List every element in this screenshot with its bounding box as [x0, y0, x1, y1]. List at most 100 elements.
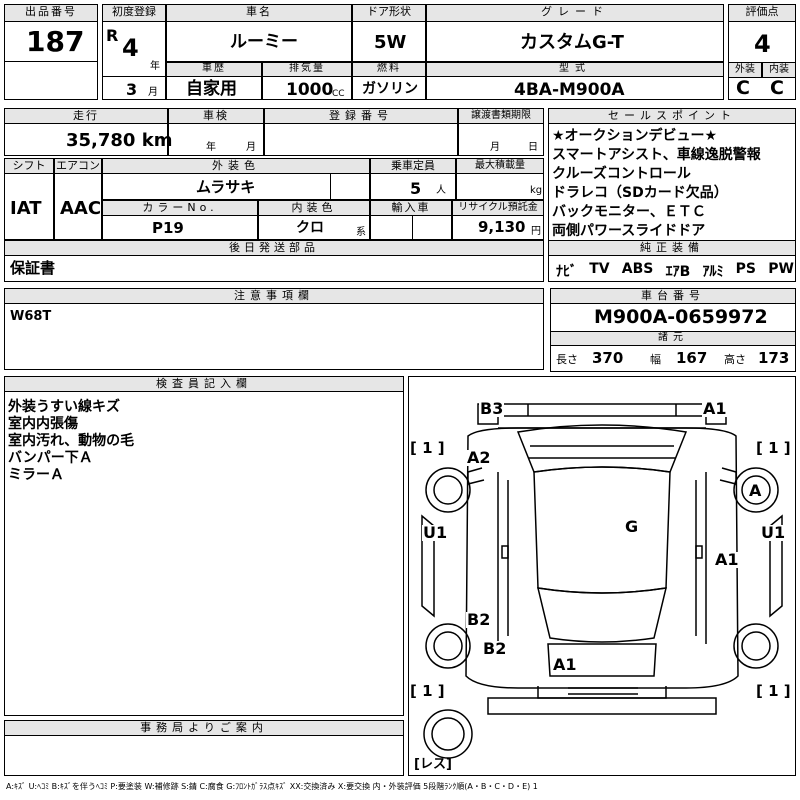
- door-label: ドア形状: [352, 4, 426, 22]
- transfer-month-unit: 月: [490, 142, 500, 153]
- grade-value: カスタムG-T: [520, 32, 624, 53]
- equipment-item: PW: [768, 261, 794, 277]
- equipment-item: ｴｱB: [665, 264, 691, 280]
- sales-point-item: ドラレコ（SDカード欠品）: [552, 185, 728, 201]
- int-color-value: クロ: [296, 220, 324, 236]
- score-int-label: 内装: [762, 62, 796, 78]
- import-label: 輸入車: [370, 200, 452, 216]
- color-no-value: P19: [152, 219, 184, 237]
- inspector-line: 室内汚れ、動物の毛: [8, 433, 135, 449]
- lot-label: 出品番号: [4, 4, 98, 22]
- mileage-label: 走行: [4, 108, 168, 124]
- recycle-unit: 円: [531, 226, 541, 237]
- lot-number: 187: [26, 25, 85, 58]
- first-reg-month-unit: 月: [148, 87, 158, 98]
- displacement-unit: CC: [332, 89, 345, 99]
- model-name-value: ルーミー: [230, 32, 298, 52]
- equipment-list: ﾅﾋﾞ TV ABS ｴｱB ｱﾙﾐ PS PW: [556, 261, 794, 281]
- capacity-unit: 人: [436, 185, 446, 196]
- spare-mark: [レス]: [414, 757, 452, 772]
- max-load-unit: kg: [530, 185, 543, 196]
- shift-value: IAT: [10, 198, 42, 219]
- damage-mark: A2: [466, 448, 492, 467]
- first-reg-label: 初度登録: [102, 4, 166, 22]
- damage-mark: B2: [466, 610, 492, 629]
- aircon-value: AAC: [60, 198, 102, 219]
- damage-mark: A: [748, 481, 763, 500]
- reg-number-label: 登録番号: [264, 108, 458, 124]
- max-load-label: 最大積載量: [456, 158, 544, 174]
- inspection-month-unit: 月: [246, 142, 256, 153]
- grade-label: グレード: [426, 4, 724, 22]
- inspector-lines: 外装うすい線キズ 室内内張傷 室内汚れ、動物の毛 バンパー下Ａ ミラーＡ: [8, 396, 135, 483]
- displacement-label: 排気量: [262, 62, 352, 77]
- model-name-label: 車名: [166, 4, 352, 22]
- recycle-value: 9,130: [478, 218, 526, 236]
- equipment-item: ﾅﾋﾞ: [556, 264, 577, 280]
- equipment-label: 純正装備: [548, 240, 796, 256]
- history-label: 車歴: [166, 62, 262, 77]
- chassis-value: M900A-0659972: [594, 306, 768, 328]
- fuel-label: 燃料: [352, 62, 426, 77]
- height-value: 173: [758, 349, 790, 367]
- sales-point-item: 両側パワースライドドア: [552, 223, 706, 239]
- int-color-label: 内装色: [258, 200, 370, 216]
- damage-mark: B2: [482, 639, 508, 658]
- score-ext-value: C: [736, 77, 750, 99]
- color-no-label: カラーNo.: [102, 200, 258, 216]
- score-label: 評価点: [728, 4, 796, 22]
- width-value: 167: [676, 349, 708, 367]
- tire-mark: [ 1 ]: [410, 439, 445, 457]
- chassis-label: 車台番号: [550, 288, 796, 304]
- model-code-label: 型式: [426, 62, 724, 77]
- damage-mark: U1: [760, 523, 787, 542]
- inspection-year-unit: 年: [206, 142, 216, 153]
- capacity-label: 乗車定員: [370, 158, 456, 174]
- int-color-unit: 系: [356, 227, 366, 238]
- legend-text: A:ｷｽﾞ U:ﾍｺﾐ B:ｷｽﾞを伴うﾍｺﾐ P:要塗装 W:補修跡 S:錆 …: [6, 782, 538, 791]
- sales-point-item: バックモニター、ＥＴＣ: [552, 204, 706, 220]
- inspector-label: 検査員記入欄: [4, 376, 404, 392]
- ext-color-value: ムラサキ: [196, 178, 256, 196]
- ext-color-label: 外装色: [102, 158, 370, 174]
- mileage-value: 35,780 km: [66, 130, 173, 151]
- damage-mark: U1: [422, 523, 449, 542]
- sales-points-label: セールスポイント: [548, 108, 796, 124]
- score-int-value: C: [770, 77, 784, 99]
- transfer-day-unit: 日: [528, 142, 538, 153]
- damage-mark: A1: [714, 550, 740, 569]
- equipment-item: TV: [589, 261, 610, 277]
- displacement-value: 1000: [286, 80, 334, 100]
- door-value: 5W: [374, 32, 407, 53]
- capacity-value: 5: [410, 179, 422, 198]
- sales-points-list: ★オークションデビュー★ スマートアシスト、車線逸脱警報 クルーズコントロール …: [552, 129, 796, 243]
- history-value: 自家用: [186, 79, 237, 99]
- width-label: 幅: [650, 353, 661, 366]
- score-ext-label: 外装: [728, 62, 762, 78]
- inspection-label: 車検: [168, 108, 264, 124]
- inspector-line: バンパー下Ａ: [8, 450, 93, 466]
- office-label: 事務局よりご案内: [4, 720, 404, 736]
- sales-point-item: スマートアシスト、車線逸脱警報: [552, 147, 761, 163]
- dimensions-label: 諸元: [550, 331, 796, 346]
- equipment-item: PS: [735, 261, 757, 277]
- first-reg-month: 3: [126, 80, 138, 99]
- tire-mark: [ 1 ]: [756, 682, 791, 700]
- tire-mark: [ 1 ]: [410, 682, 445, 700]
- car-diagram: [421, 403, 783, 759]
- length-value: 370: [592, 349, 624, 367]
- first-reg-year: 4: [122, 34, 139, 62]
- length-label: 長さ: [556, 353, 578, 366]
- car-diagram-box: [408, 376, 796, 776]
- notes-label: 注意事項欄: [4, 288, 544, 304]
- aircon-label: エアコン: [54, 158, 102, 174]
- damage-mark: B3: [479, 399, 505, 418]
- notes-value: W68T: [10, 309, 52, 324]
- equipment-item: ABS: [621, 261, 654, 277]
- equipment-item: ｱﾙﾐ: [702, 264, 724, 280]
- first-reg-era: R: [106, 26, 119, 45]
- inspector-line: 外装うすい線キズ: [8, 399, 120, 415]
- recycle-label: リサイクル預託金: [452, 200, 544, 216]
- tire-mark: [ 1 ]: [756, 439, 791, 457]
- later-parts-value: 保証書: [10, 259, 56, 277]
